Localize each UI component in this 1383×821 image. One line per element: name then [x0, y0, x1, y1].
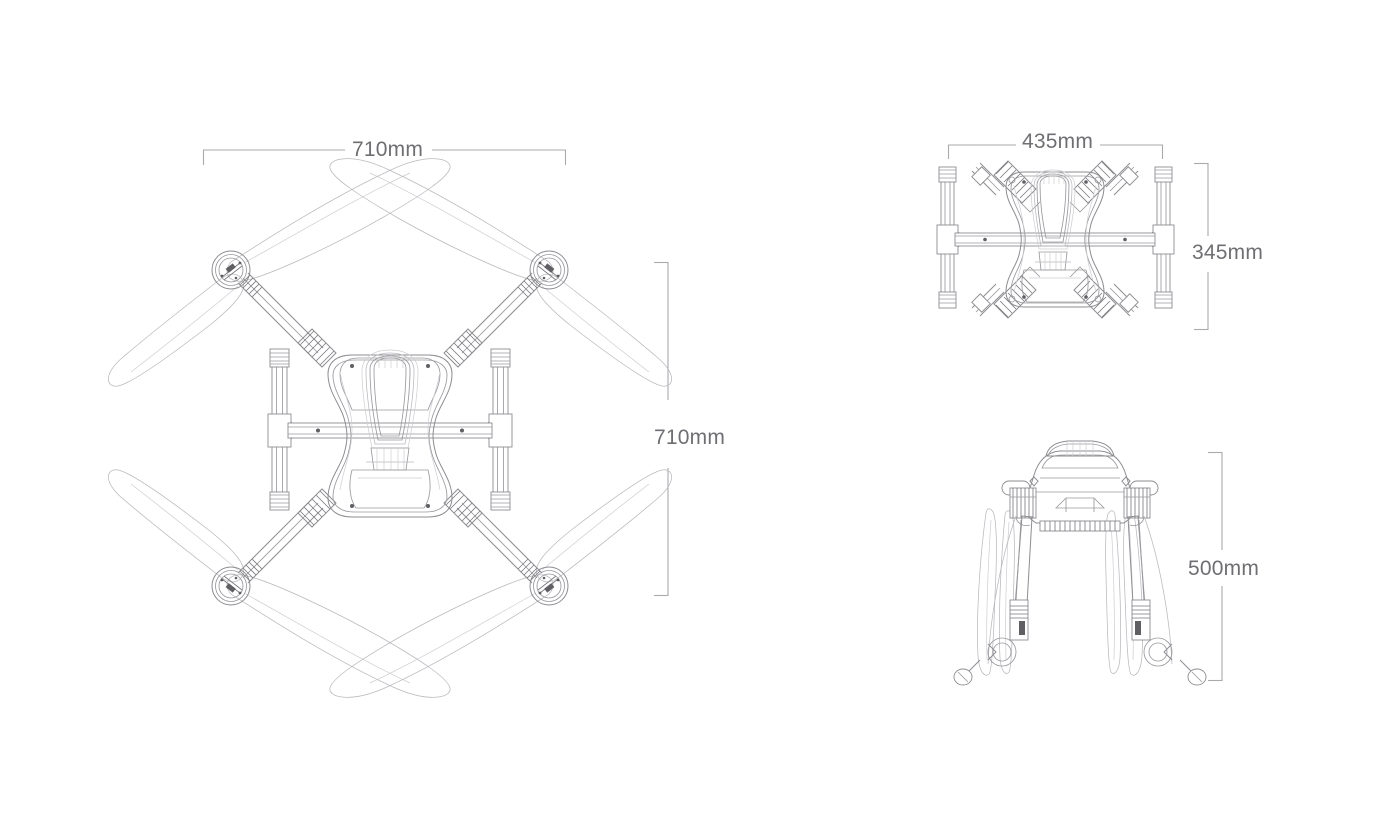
front-fuselage — [1025, 440, 1135, 532]
rotor-bottom-left — [108, 469, 451, 698]
dimension-lines — [202, 144, 1223, 682]
folded-arm-upper-right — [1069, 160, 1139, 213]
dimension-label-folded-width: 435mm — [1022, 130, 1094, 153]
folded-fuselage — [1005, 169, 1105, 308]
folded-skid-left — [936, 166, 967, 309]
landing-skid-left — [267, 348, 301, 511]
rotor-bottom-right — [329, 469, 672, 698]
dimension-label-unfolded-depth: 710mm — [654, 426, 726, 449]
dimension-label-folded-depth: 345mm — [1192, 241, 1264, 264]
rotor-top-left — [108, 158, 451, 387]
front-arm-hub-right — [1121, 476, 1159, 527]
fuselage — [327, 349, 453, 518]
front-arm-hub-left — [1001, 476, 1039, 527]
rotor-top-right — [329, 158, 672, 387]
dimension-label-unfolded-width: 710mm — [352, 138, 424, 161]
top-view-unfolded — [108, 158, 672, 698]
folded-skid-right — [1144, 166, 1175, 309]
dimension-label-folded-height: 500mm — [1188, 557, 1260, 580]
front-view-folded — [953, 440, 1207, 686]
front-landing-leg-left — [953, 515, 1033, 686]
folded-cross-bar — [954, 232, 1156, 247]
cross-bar — [287, 422, 493, 439]
top-view-folded — [936, 160, 1175, 319]
front-folded-blades — [977, 508, 1143, 676]
front-landing-leg-right — [1127, 515, 1207, 686]
folded-arm-upper-left — [971, 160, 1041, 213]
